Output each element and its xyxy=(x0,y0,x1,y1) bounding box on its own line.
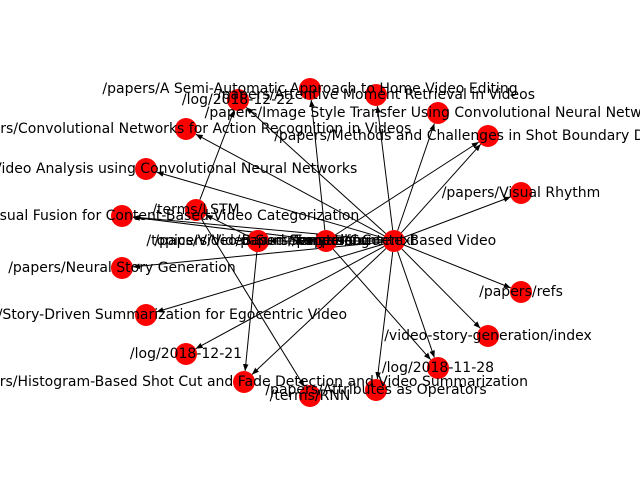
graph-edge xyxy=(132,214,384,241)
graph-edge xyxy=(245,107,387,234)
graph-node-label: /papers/Attentive Moment Retrieval in Vi… xyxy=(217,87,535,103)
graph-node-label: /log/2018-11-28 xyxy=(382,360,494,376)
graph-node xyxy=(111,205,133,227)
graph-node xyxy=(510,182,532,204)
graph-node xyxy=(185,199,207,221)
graph-edge xyxy=(375,251,394,380)
graph-edge xyxy=(332,248,432,361)
graph-edge xyxy=(309,99,326,231)
graph-edge xyxy=(397,251,435,358)
graph-node xyxy=(427,102,449,124)
graph-edge xyxy=(156,171,384,239)
graph-node xyxy=(175,118,197,140)
graph-node xyxy=(175,343,197,365)
graph-node xyxy=(427,357,449,379)
graph-node xyxy=(135,158,157,180)
graph-node xyxy=(383,230,405,252)
graph-node-label: /papers/Audio-Visual Fusion for Content-… xyxy=(0,208,359,224)
graph-node-label: /papers/Story-Driven Summarization for E… xyxy=(0,307,347,323)
graph-node-label: /papers/Attributes as Operators xyxy=(265,382,486,398)
graph-node-label: /terms/LSTM xyxy=(152,202,239,218)
graph-node xyxy=(477,125,499,147)
graph-node-label: /log/2018-12-22 xyxy=(182,92,294,108)
graph-node-label: /papers/Neural Story Generation xyxy=(8,260,236,276)
graph-edge xyxy=(205,214,249,237)
graph-node-label: /papers/Temporal Context xyxy=(236,233,417,249)
graph-edge xyxy=(397,123,435,231)
graph-edge xyxy=(404,196,511,238)
graph-node-label: /log/2018-12-21 xyxy=(130,346,242,362)
graph-node xyxy=(135,304,157,326)
graph-node-label: /papers/Methods and Challenges in Shot B… xyxy=(274,128,640,144)
graph-node xyxy=(233,371,255,393)
graph-node-label: /video-story-generation/index xyxy=(384,328,592,344)
graph-edge xyxy=(195,133,385,237)
graph-node xyxy=(227,89,249,111)
graph-node-label: /papers/Video Analysis using Convolution… xyxy=(0,161,357,177)
graph-edge xyxy=(201,219,305,387)
graph-node-label: /papers/Image Style Transfer Using Convo… xyxy=(205,105,640,121)
graph-edge xyxy=(243,251,258,372)
graph-node xyxy=(299,78,321,100)
graph-node xyxy=(365,84,387,106)
graph-node xyxy=(315,230,337,252)
graph-nodes xyxy=(111,78,532,407)
graph-node-label: /papers/refs xyxy=(479,284,563,300)
graph-labels: /papers/A Semi-Automatic Approach to Hom… xyxy=(0,81,640,404)
graph-node-label: /papers/Histogram-Based Shot Cut and Fad… xyxy=(0,374,528,390)
graph-edge xyxy=(156,243,384,313)
graph-node xyxy=(477,325,499,347)
graph-node-label: /papers/Content-Based Video xyxy=(292,233,496,249)
graph-node-label: /papers/Visual Rhythm xyxy=(442,185,601,201)
graph-node-label: /papers/A Semi-Automatic Approach to Hom… xyxy=(102,81,517,97)
graph-edge xyxy=(401,248,481,329)
graph-node-label: /topics/Video-Based Storytelling xyxy=(146,233,369,249)
graph-edges xyxy=(132,99,511,387)
graph-node xyxy=(510,281,532,303)
graph-edge xyxy=(400,143,482,234)
graph-node-label: /terms/RNN xyxy=(270,388,351,404)
graph-edge xyxy=(132,215,316,241)
graph-edge xyxy=(334,141,480,236)
graph-edge xyxy=(404,244,511,289)
graph-node xyxy=(365,379,387,401)
graph-edge xyxy=(375,105,394,231)
graph-node-label: /papers/Convolutional Networks for Actio… xyxy=(0,121,411,137)
graph-node xyxy=(111,257,133,279)
graph-edge xyxy=(195,245,385,350)
graph-edge xyxy=(251,248,387,375)
graph-node xyxy=(247,230,269,252)
graph-edge xyxy=(132,241,384,269)
graph-node-label: /papers/Video Summarization xyxy=(154,233,361,249)
graph-edge xyxy=(199,110,235,200)
graph-node xyxy=(299,385,321,407)
